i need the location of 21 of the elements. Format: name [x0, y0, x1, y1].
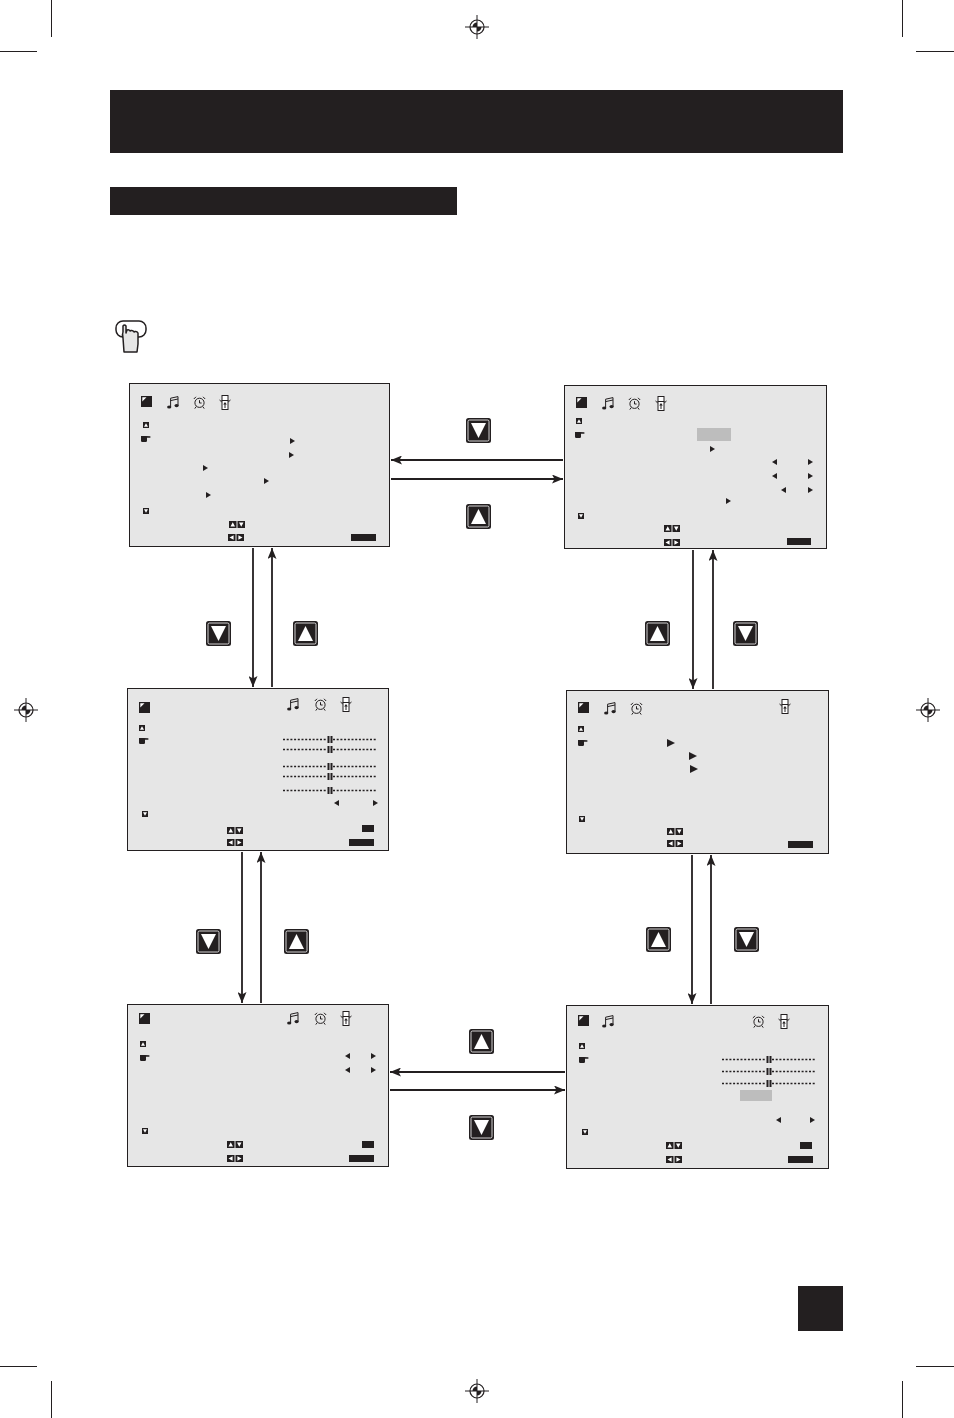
arrow — [248, 547, 258, 688]
arrow — [706, 854, 716, 1005]
menu-screen — [129, 383, 390, 547]
menu-screen — [127, 688, 389, 851]
arrow — [708, 549, 718, 690]
menu-screen — [566, 1005, 829, 1169]
arrow — [390, 455, 564, 465]
arrow — [237, 851, 247, 1004]
menu-screen — [564, 385, 827, 549]
menu-screen — [566, 690, 829, 854]
arrow — [687, 854, 697, 1005]
arrow — [256, 851, 266, 1004]
arrow — [267, 547, 277, 688]
arrow — [389, 1085, 566, 1095]
page-tab — [798, 1286, 843, 1331]
arrow — [389, 1067, 566, 1077]
arrow — [390, 474, 564, 484]
banner — [110, 90, 843, 153]
menu-screen — [127, 1004, 389, 1167]
arrow — [688, 549, 698, 690]
banner — [110, 187, 457, 215]
